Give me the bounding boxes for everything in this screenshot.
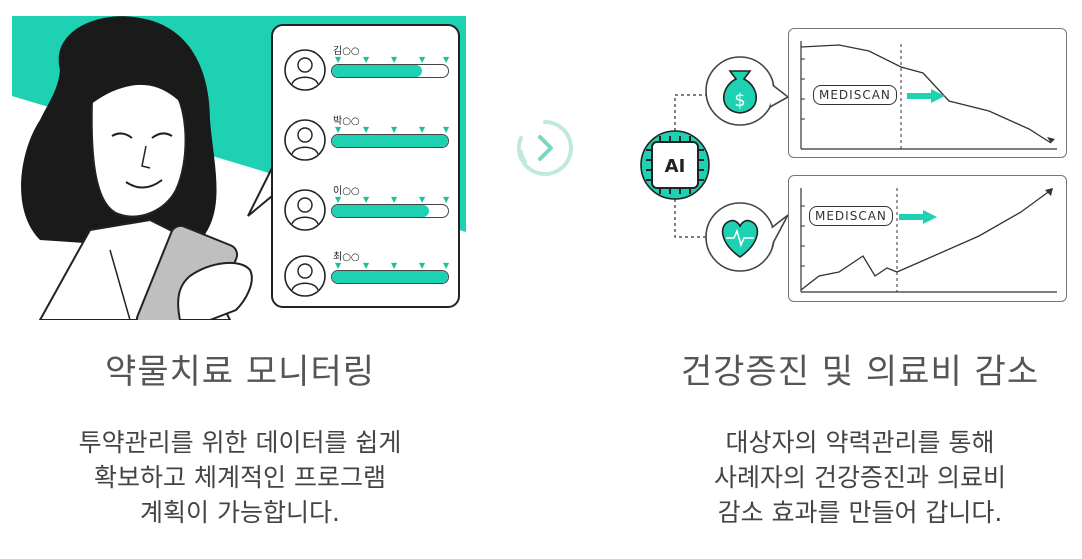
adherence-progress-bar bbox=[331, 270, 449, 284]
description-line: 계획이 가능합니다. bbox=[140, 498, 340, 527]
chevron-right-circle-icon[interactable] bbox=[513, 116, 577, 180]
patient-row-2: 박○○ ▼▼▼▼▼ bbox=[273, 112, 458, 172]
health-increase-chart: MEDISCAN bbox=[788, 175, 1067, 302]
arrow-right-icon bbox=[907, 89, 945, 103]
patient-name: 박○○ bbox=[333, 116, 360, 127]
dose-markers: ▼▼▼▼▼ bbox=[335, 125, 450, 134]
left-section-description: 투약관리를 위한 데이터를 쉽게 확보하고 체계적인 프로그램 계획이 가능합니… bbox=[20, 425, 460, 530]
dose-markers: ▼▼▼▼▼ bbox=[335, 195, 450, 204]
ai-label: AI bbox=[665, 156, 686, 177]
left-section-title: 약물치료 모니터링 bbox=[104, 352, 376, 392]
patient-name: 최○○ bbox=[333, 252, 360, 263]
adherence-progress-bar bbox=[331, 134, 449, 148]
health-cost-illustration: AI $ MEDISCAN bbox=[630, 25, 1070, 315]
patient-row-3: 이○○ ▼▼▼▼▼ bbox=[273, 182, 458, 242]
arrow-right-icon bbox=[899, 210, 937, 224]
description-line: 투약관리를 위한 데이터를 쉽게 bbox=[78, 428, 402, 457]
description-line: 사례자의 건강증진과 의료비 bbox=[714, 463, 1006, 492]
decreasing-line-graph bbox=[800, 41, 1057, 150]
right-section-description: 대상자의 약력관리를 통해 사례자의 건강증진과 의료비 감소 효과를 만들어 … bbox=[640, 425, 1080, 530]
user-avatar-icon bbox=[284, 255, 326, 297]
description-line: 감소 효과를 만들어 갑니다. bbox=[717, 498, 1003, 527]
patient-name: 김○○ bbox=[333, 46, 360, 57]
patient-row-4: 최○○ ▼▼▼▼▼ bbox=[273, 248, 458, 308]
adherence-progress-bar bbox=[331, 64, 449, 78]
increasing-line-graph bbox=[800, 188, 1057, 293]
description-line: 확보하고 체계적인 프로그램 bbox=[94, 463, 386, 492]
svg-text:$: $ bbox=[734, 90, 745, 111]
cost-decrease-chart: MEDISCAN bbox=[788, 28, 1067, 158]
ai-connector-diagram: AI $ bbox=[640, 56, 790, 272]
right-section-title: 건강증진 및 의료비 감소 bbox=[680, 352, 1040, 392]
dose-markers: ▼▼▼▼▼ bbox=[335, 261, 450, 270]
money-bag-icon: $ bbox=[705, 56, 790, 126]
adherence-progress-bar bbox=[331, 204, 449, 218]
description-line: 대상자의 약력관리를 통해 bbox=[725, 428, 995, 457]
ai-chip-icon: AI bbox=[640, 130, 710, 200]
user-avatar-icon bbox=[284, 49, 326, 91]
patient-name: 이○○ bbox=[333, 186, 360, 197]
user-avatar-icon bbox=[284, 119, 326, 161]
dose-markers: ▼▼▼▼▼ bbox=[335, 55, 450, 64]
patient-list-panel: 김○○ ▼▼▼▼▼ 박○○ ▼▼▼▼▼ 이○○ bbox=[271, 24, 460, 308]
user-avatar-icon bbox=[284, 189, 326, 231]
medication-monitoring-illustration: 김○○ ▼▼▼▼▼ 박○○ ▼▼▼▼▼ 이○○ bbox=[0, 0, 470, 350]
mediscan-badge: MEDISCAN bbox=[813, 85, 897, 105]
mediscan-badge: MEDISCAN bbox=[809, 206, 893, 226]
patient-row-1: 김○○ ▼▼▼▼▼ bbox=[273, 42, 458, 102]
heart-pulse-icon bbox=[705, 202, 789, 272]
